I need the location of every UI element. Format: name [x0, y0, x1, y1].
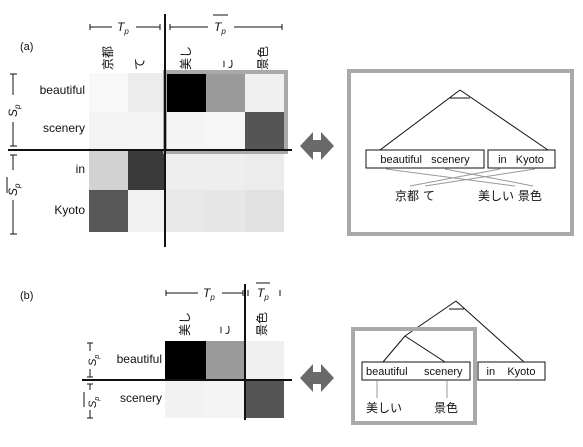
panel-b-matrix-cell	[245, 341, 284, 380]
panel-a-tree-branches	[379, 89, 549, 151]
panel-a-matrix-cell	[89, 112, 128, 150]
panel-a-col-header: 美し	[179, 46, 193, 70]
panel-a-col-header: 景色	[256, 46, 270, 70]
panel-b-tree-box-right-text: in Kyoto	[487, 366, 536, 378]
panel-b-matrix-cell	[165, 380, 206, 418]
panel-b-column-headers: 美し こ 景色	[178, 312, 269, 336]
panel-b-col-header: 景色	[255, 312, 269, 336]
panel-a-matrix	[89, 73, 284, 232]
panel-b-matrix-cell	[165, 341, 206, 380]
panel-b-sp-label: Sp	[87, 355, 101, 366]
panel-a-tpbar-bracket	[169, 14, 283, 30]
panel-a-matrix-cell	[89, 190, 128, 232]
panel-b-tree-bottom-left: 美しい	[366, 401, 402, 415]
panel-b-sp-bracket	[87, 342, 93, 378]
panel-b-matrix-cell	[206, 341, 245, 380]
panel-b-spbar-label: Sp	[87, 397, 101, 408]
panel-a-matrix-cell	[206, 190, 245, 232]
panel-b-tree-branches	[382, 300, 525, 363]
panel-a-matrix-cell	[206, 73, 245, 112]
panel-a-row-label: scenery	[43, 121, 85, 135]
panel-a-row-label: beautiful	[40, 83, 85, 97]
panel-a-spbar-label: Sp	[6, 183, 22, 196]
panel-a-matrix-cell	[206, 150, 245, 190]
panel-b-tree-bottom-right: 景色	[434, 401, 458, 415]
panel-b-label: (b)	[20, 290, 33, 302]
panel-a-label: (a)	[20, 41, 33, 53]
panel-a-tree-bottom-left: 京都 て	[395, 189, 435, 203]
panel-a-row-label: Kyoto	[54, 203, 85, 217]
panel-b-tree-frame	[351, 327, 477, 425]
panel-a-matrix-cell	[89, 73, 128, 112]
panel-a-row-label: in	[76, 162, 85, 176]
panel-b-tree-box-left-a: beautiful	[366, 366, 408, 378]
panel-a-matrix-cell	[165, 190, 206, 232]
panel-b-tree-box-left	[361, 361, 471, 381]
panel-a-tree-bottom-right: 美しい 景色	[478, 189, 542, 203]
panel-a-matrix-cell	[165, 73, 206, 112]
panel-a-tree-box-right	[487, 149, 556, 169]
panel-b-tree-down-links	[376, 381, 448, 398]
panel-a-matrix-cell	[128, 150, 165, 190]
panel-b-double-arrow	[300, 364, 334, 392]
panel-a-tree-box-right-text: in Kyoto	[498, 154, 544, 166]
panel-a-tp-bracket	[89, 24, 161, 30]
panel-a-sp-label: Sp	[6, 104, 22, 117]
panel-b-tree-box-right	[477, 361, 546, 381]
panel-a-tpbar-label: Tp	[214, 20, 226, 36]
panel-a-matrix-cell	[165, 112, 206, 150]
panel-a-matrix-cell	[165, 150, 206, 190]
panel-b-matrix-cell	[206, 380, 245, 418]
panel-b-col-header: こ	[218, 324, 232, 336]
panel-a-tree-box-left	[365, 149, 485, 169]
panel-b-col-header: 美し	[178, 312, 192, 336]
panel-b-spbar-bracket	[83, 383, 93, 419]
panel-b-matrix	[165, 341, 284, 418]
panel-a-matrix-cell	[128, 190, 165, 232]
panel-a-matrix-cell	[128, 73, 165, 112]
panel-a-spbar-bracket	[6, 154, 17, 235]
panel-a-matrix-cell	[245, 112, 284, 150]
panel-b-tpbar-label: Tp	[257, 286, 269, 302]
panel-a-column-headers: 京都 て 美し こ 景色	[101, 46, 270, 70]
panel-a-matrix-cell	[206, 112, 245, 150]
panel-a-matrix-cell	[128, 112, 165, 150]
panel-a-col-header: 京都	[101, 46, 115, 70]
panel-b-tpbar-bracket	[247, 282, 281, 296]
panel-a-col-header: て	[133, 58, 147, 70]
panel-a-double-arrow	[300, 132, 334, 160]
panel-b-tp-label: Tp	[203, 286, 215, 302]
panel-a-matrix-cell	[245, 73, 284, 112]
panel-b-matrix-cell	[245, 380, 284, 418]
panel-a-matrix-cell	[245, 150, 284, 190]
panel-b-tree-box-left-b: scenery	[424, 366, 463, 378]
panel-a-matrix-cell	[245, 190, 284, 232]
panel-a-tree-cross-links	[385, 168, 536, 187]
panel-a-tp-label: Tp	[117, 20, 129, 36]
panel-b-tp-bracket	[165, 290, 244, 296]
panel-b-row-label: scenery	[120, 391, 162, 405]
panel-a-tree-box-left-text: beautiful scenery	[380, 154, 470, 166]
panel-a-sp-bracket	[10, 73, 17, 147]
panel-b-row-label: beautiful	[117, 352, 162, 366]
panel-a-matrix-cell	[89, 150, 128, 190]
panel-a-col-header: こ	[221, 58, 235, 70]
